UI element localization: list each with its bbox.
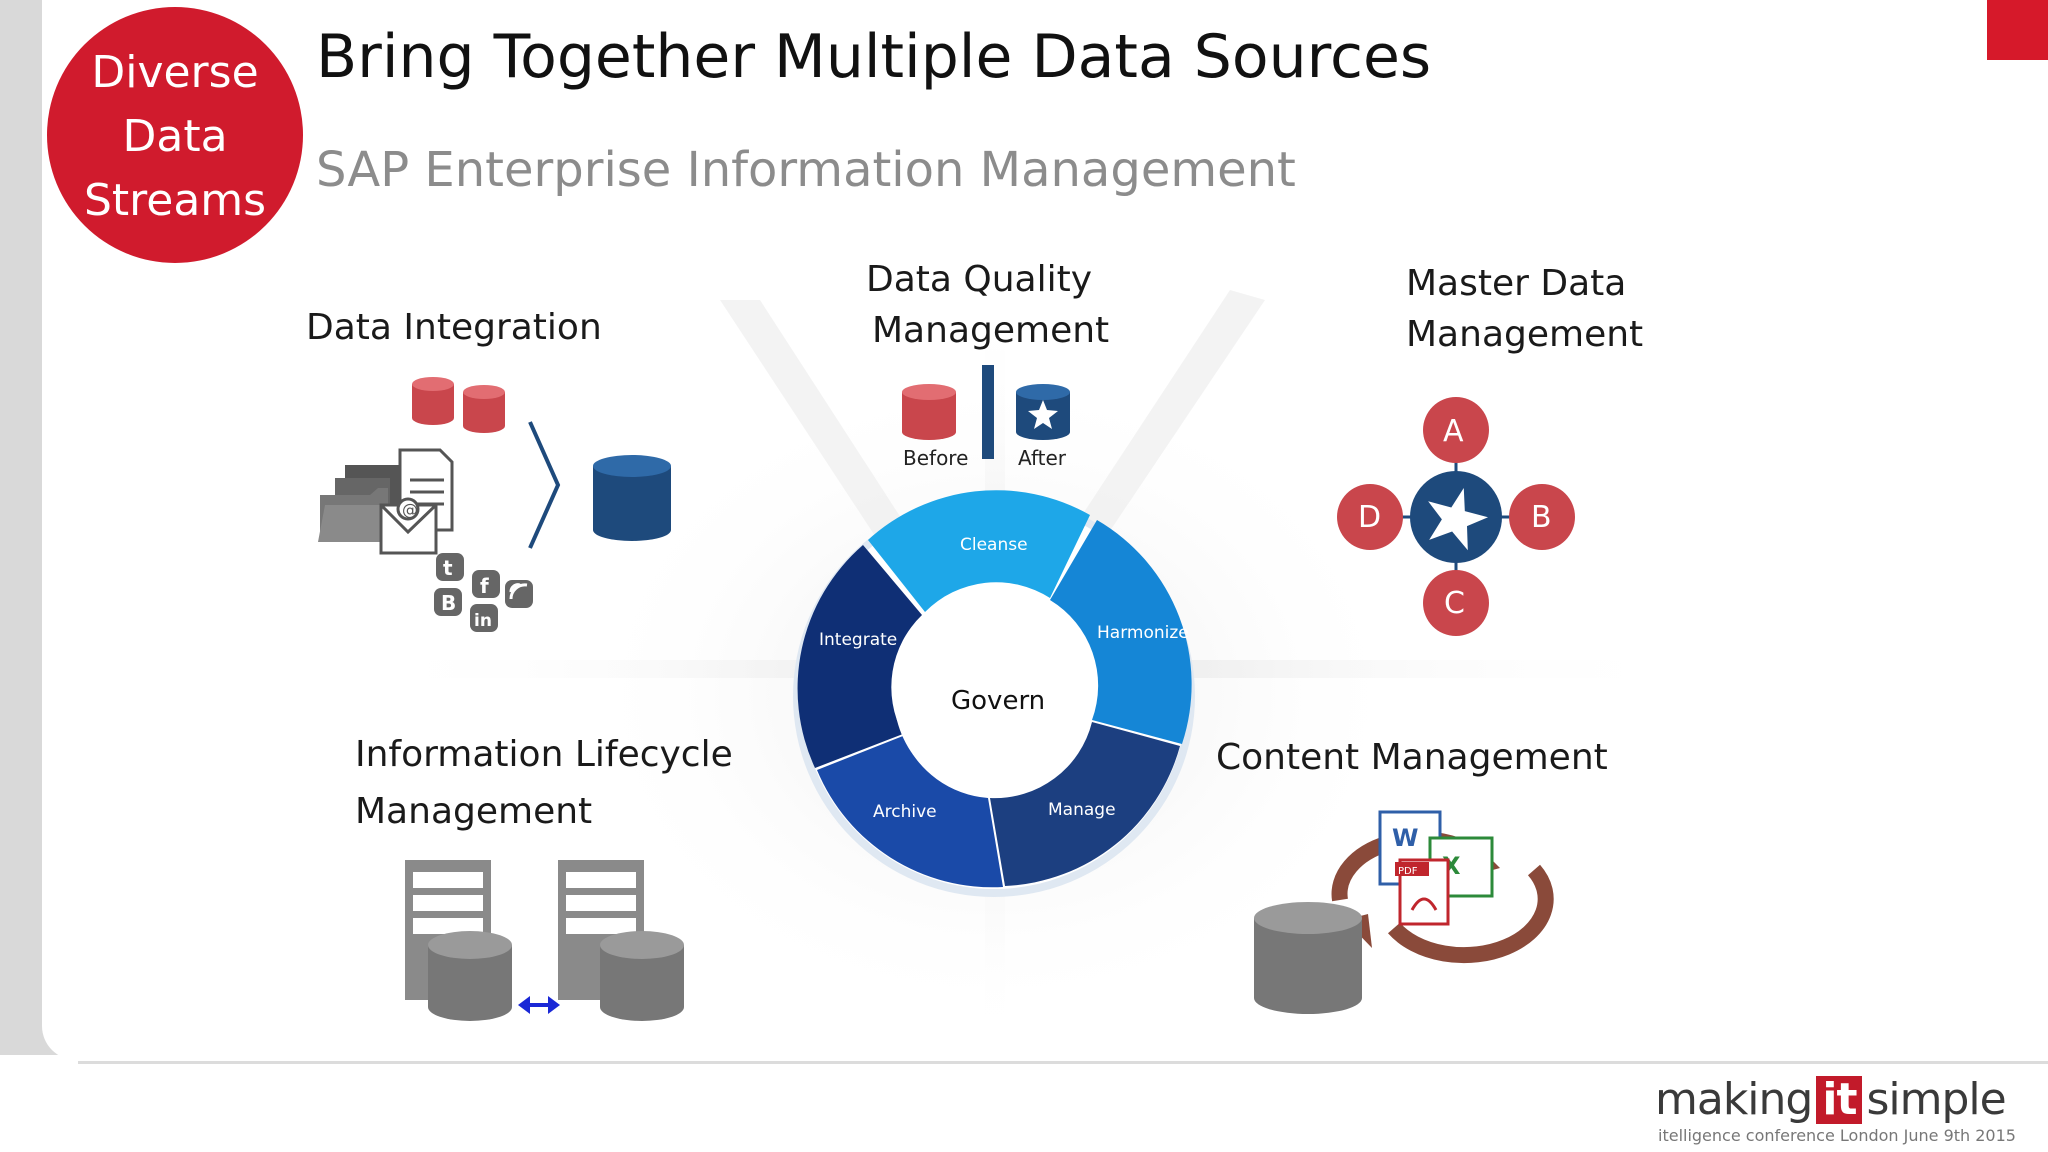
cycle-label-manage: Manage	[1048, 800, 1116, 820]
cycle-segment-manage	[990, 722, 1180, 886]
label-master-data-1: Master Data	[1406, 263, 1627, 304]
master-node-d	[1337, 484, 1403, 550]
email-icon: @	[379, 497, 438, 555]
badge-line-2: Data	[122, 111, 228, 162]
database-icon	[463, 385, 505, 433]
slide-title: Bring Together Multiple Data Sources	[316, 22, 1432, 92]
node-label-c: C	[1444, 586, 1465, 621]
cycle-center-label: Govern	[951, 686, 1046, 716]
database-icon	[593, 455, 671, 541]
master-node-b	[1509, 484, 1575, 550]
diverse-data-streams-badge: Diverse Data Streams	[47, 7, 303, 263]
cycle-segment-harmonize	[1050, 520, 1192, 744]
cycle-label-harmonize: Harmonize	[1097, 623, 1189, 643]
svg-text:PDF: PDF	[1398, 866, 1418, 877]
database-icon	[1254, 902, 1362, 1014]
slide-subtitle: SAP Enterprise Information Management	[316, 142, 1296, 198]
svg-text:t: t	[443, 556, 453, 580]
svg-text:@: @	[402, 500, 418, 519]
label-data-quality-2: Management	[872, 310, 1110, 351]
database-icon	[902, 384, 956, 440]
label-data-quality-1: Data Quality	[866, 259, 1093, 300]
slide-divider	[78, 1061, 2048, 1064]
node-label-b: B	[1531, 500, 1552, 535]
svg-text:f: f	[480, 574, 489, 598]
master-node-a	[1423, 397, 1489, 463]
master-data-graphic	[1337, 397, 1575, 636]
label-after: After	[1018, 446, 1067, 470]
cycle-segment-cleanse	[868, 490, 1090, 612]
content-graphic: W X PDF	[1254, 810, 1554, 1014]
label-lifecycle-2: Management	[355, 791, 593, 832]
red-corner-tab	[1987, 0, 2048, 60]
cycle-label-integrate: Integrate	[819, 630, 898, 650]
database-icon	[600, 931, 684, 1021]
lifecycle-graphic	[405, 860, 684, 1021]
link-arrow-icon	[518, 996, 560, 1014]
label-lifecycle-1: Information Lifecycle	[355, 734, 733, 775]
label-data-integration: Data Integration	[306, 307, 602, 348]
divider-bar	[982, 365, 994, 459]
star-cross-icon	[1028, 400, 1058, 429]
logo-it: it	[1816, 1076, 1863, 1124]
label-content-management: Content Management	[1216, 737, 1608, 778]
logo-tagline: itelligence conference London June 9th 2…	[1658, 1126, 2016, 1145]
logo-making: making	[1655, 1074, 1813, 1125]
master-node-c	[1423, 570, 1489, 636]
node-label-a: A	[1443, 414, 1464, 449]
data-integration-graphic: @ t f B in	[318, 377, 671, 632]
svg-text:B: B	[441, 591, 456, 615]
node-label-d: D	[1358, 500, 1382, 535]
chevron-right-icon	[528, 421, 561, 549]
badge-line-3: Streams	[83, 175, 267, 226]
corner-fill	[0, 1055, 80, 1152]
label-before: Before	[903, 446, 969, 470]
badge-line-1: Diverse	[91, 47, 259, 98]
cycle-segment-archive	[817, 736, 1003, 888]
social-media-icons: t f B in	[434, 553, 533, 632]
svg-text:W: W	[1392, 824, 1418, 852]
govern-cycle	[793, 490, 1195, 897]
svg-text:in: in	[474, 611, 492, 631]
label-master-data-2: Management	[1406, 314, 1644, 355]
cycle-segment-integrate	[797, 545, 922, 768]
office-documents-icon: W X PDF	[1378, 810, 1494, 926]
cycle-center	[894, 596, 1094, 796]
database-icon	[1016, 384, 1070, 440]
cycle-label-cleanse: Cleanse	[960, 535, 1028, 555]
star-cross-icon	[1428, 488, 1489, 551]
folder-stack-icon	[318, 465, 400, 542]
cycle-label-archive: Archive	[873, 802, 937, 822]
data-quality-graphic	[902, 365, 1070, 459]
database-icon	[412, 377, 454, 425]
database-icon	[428, 931, 512, 1021]
logo-simple: simple	[1866, 1074, 2006, 1125]
